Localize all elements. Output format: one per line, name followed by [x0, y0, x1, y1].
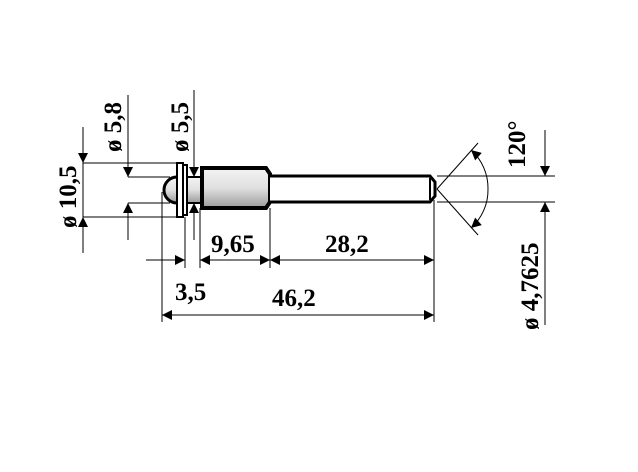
neck — [186, 176, 203, 204]
dim-shaft-diameter: ø 4,7625 — [517, 243, 544, 331]
dome — [162, 175, 178, 205]
dim-dome-diameter: ø 5,8 — [100, 102, 127, 152]
dim-body-length: 9,65 — [211, 231, 255, 258]
dim-flange-length: 3,5 — [175, 279, 206, 306]
shaft — [270, 174, 437, 204]
dim-flange-diameter: ø 10,5 — [55, 166, 82, 229]
dim-shaft-length: 28,2 — [325, 231, 369, 258]
dim-neck-diameter: ø 5,5 — [167, 102, 194, 152]
dim-total-length: 46,2 — [272, 285, 316, 312]
dim-tip-angle: 120° — [504, 121, 531, 169]
dimension-lines — [78, 90, 550, 325]
pin-part — [162, 162, 437, 218]
extension-lines — [83, 142, 555, 322]
body-cylinder — [200, 166, 272, 210]
